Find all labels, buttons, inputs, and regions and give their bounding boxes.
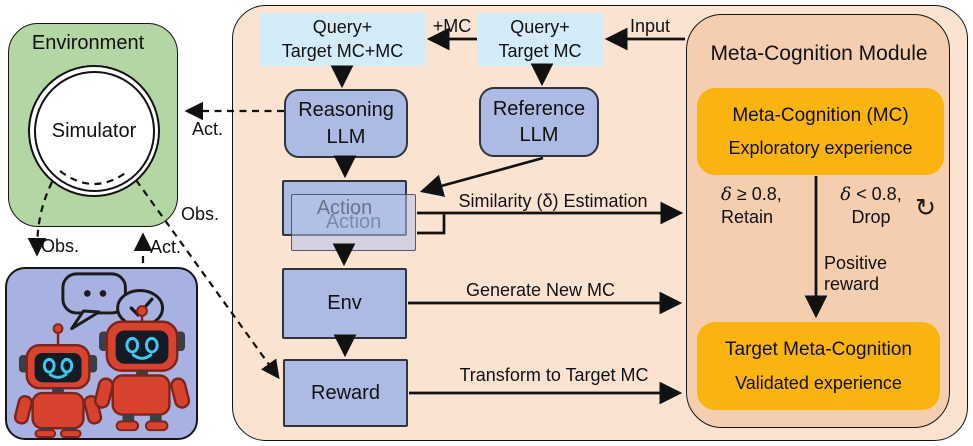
reference-llm-line2: LLM: [519, 124, 559, 146]
speech-bubble-icon: [61, 272, 127, 331]
merged-query-line1: Query+: [312, 16, 373, 37]
reasoning-llm-line1: Reasoning: [298, 99, 394, 122]
reference-llm-box: Reference LLM: [479, 87, 599, 157]
query-line1: Query+: [510, 16, 570, 37]
mc-box: Meta-Cognition (MC) Exploratory experien…: [697, 88, 944, 175]
drop-label: Drop: [851, 207, 891, 227]
retain-label: Retain: [721, 207, 774, 227]
query-line2: Target MC: [498, 40, 582, 61]
merged-query-line2: Target MC+MC: [281, 40, 404, 61]
reference-llm-line1: Reference: [492, 97, 586, 120]
query-box: Query+ Target MC: [477, 13, 603, 66]
drop-condition: < 0.8,: [856, 184, 902, 204]
generate-new-mc-label: Generate New MC: [465, 280, 616, 300]
reward-box: Reward: [283, 359, 408, 427]
simulator-circle: Simulator: [28, 65, 160, 197]
positive-line2: reward: [824, 274, 880, 294]
act-label-agents: Act.: [150, 237, 182, 257]
target-mc-title: Target Meta-Cognition: [725, 338, 912, 360]
positive-line1: Positive: [824, 253, 888, 273]
reasoning-llm-line2: LLM: [326, 125, 366, 148]
environment-title: Environment: [31, 32, 145, 54]
simulator-circle-inner: Simulator: [33, 70, 155, 192]
robot-icon: [93, 305, 191, 432]
simulator-label: Simulator: [51, 119, 137, 142]
transform-label: Transform to Target MC: [459, 365, 649, 385]
retain-condition: ≥ 0.8,: [736, 184, 782, 204]
target-mc-subtitle: Validated experience: [735, 372, 902, 393]
act-label-simulator: Act.: [192, 119, 224, 139]
plus-mc-label: +MC: [432, 16, 472, 36]
mc-box-subtitle: Exploratory experience: [728, 137, 913, 158]
robots-illustration: [13, 272, 191, 438]
action-ghost-label: Action: [325, 211, 382, 234]
mc-box-title: Meta-Cognition (MC): [732, 104, 909, 126]
env-box: Env: [282, 268, 407, 339]
cycle-icon: ↻: [915, 194, 936, 222]
module-title: Meta-Cognition Module: [710, 42, 928, 65]
obs-label-agents: Obs.: [41, 236, 80, 256]
similarity-label: Similarity (δ) Estimation: [458, 191, 648, 211]
input-label: Input: [629, 16, 671, 36]
merged-query-box: Query+ Target MC+MC: [259, 13, 426, 66]
target-mc-box: Target Meta-Cognition Validated experien…: [697, 322, 940, 410]
delta-symbol: δ: [840, 184, 852, 205]
drop-annotation: δ < 0.8, Drop: [828, 183, 914, 228]
action-box-ghost: Action: [291, 194, 416, 251]
reasoning-llm-box: Reasoning LLM: [284, 89, 408, 158]
env-label: Env: [327, 292, 362, 315]
delta-symbol: δ: [721, 184, 732, 205]
retain-annotation: δ ≥ 0.8, Retain: [721, 183, 782, 228]
robot-icon: [13, 323, 103, 438]
agents-box: [5, 267, 198, 440]
obs-label-reward: Obs.: [181, 204, 220, 224]
positive-reward-annotation: Positive reward: [824, 253, 887, 295]
reward-label: Reward: [311, 381, 380, 404]
